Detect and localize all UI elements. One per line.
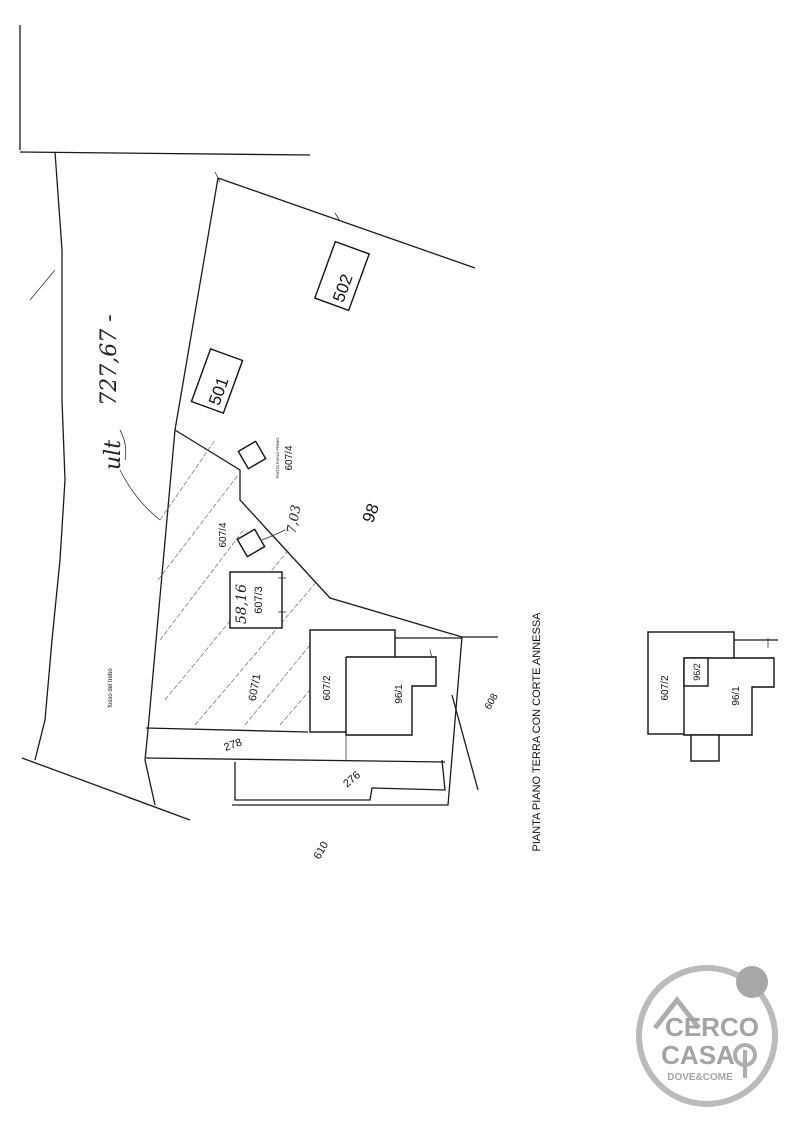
handwritten-area-mid: 58,16 [234, 584, 250, 624]
inset-floor-plan [647, 631, 778, 762]
label-parcel-278: 278 [222, 736, 243, 754]
label-parcel-607-4-mid: 607/4 [218, 522, 229, 547]
building-501 [190, 347, 244, 415]
page-top-border-line [19, 151, 311, 156]
building-607-3 [229, 571, 283, 629]
building-502 [313, 240, 371, 312]
label-parcel-98: 98 [359, 501, 383, 525]
handwritten-area-main: 727,67 - [97, 314, 122, 405]
label-parcel-96-1: 96/1 [394, 684, 405, 704]
label-fosso: fosso del trebo [108, 668, 114, 708]
handwritten-prefix: ult [101, 440, 126, 470]
strip-278-top [145, 727, 309, 733]
parcel-north-boundary [217, 177, 476, 269]
building-607-4-lower [236, 528, 266, 558]
label-parcel-607-1: 607/1 [247, 673, 264, 702]
label-parcel-610: 610 [312, 840, 332, 862]
courtyard-boundary [174, 429, 498, 638]
label-parcel-608: 608 [483, 691, 501, 711]
label-porta-piano-primo: PORTA PIANO PRIMO [275, 438, 280, 479]
cercocasa-logo: CERCO CASA DOVE&COME [636, 965, 778, 1107]
logo-line-2: CASA [661, 1040, 735, 1070]
canal-branch-line [29, 269, 56, 301]
building-607-4-upper [237, 440, 267, 470]
label-parcel-607-3: 607/3 [253, 586, 265, 614]
parcel-west-boundary [144, 177, 219, 806]
inset-label-607-2: 607/2 [660, 675, 671, 700]
building-96-1 [345, 656, 437, 736]
label-parcel-607-2: 607/2 [322, 675, 333, 700]
boundary-tick [214, 171, 221, 183]
inset-label-96-2: 96/2 [692, 663, 702, 681]
building-276 [234, 759, 446, 801]
canal-lower-boundary [21, 757, 191, 821]
logo-line-1: CERCO [665, 1012, 759, 1042]
parcel-608-boundary [451, 694, 479, 791]
handwritten-marks [119, 429, 286, 541]
logo-tagline: DOVE&COME [667, 1072, 733, 1083]
inset-label-96-1: 96/1 [731, 686, 742, 706]
plan-title: PIANTA PIANO TERRA CON CORTE ANNESSA [531, 612, 543, 852]
handwritten-area-small: 7,03 [285, 504, 305, 535]
tick [429, 649, 433, 659]
boundary-tick [334, 212, 341, 222]
east-block-boundary [232, 636, 463, 806]
strip-278-bottom [145, 757, 446, 763]
label-parcel-276: 276 [341, 769, 363, 790]
label-parcel-607-4-upper: 607/4 [284, 445, 295, 470]
canal-left-bank [34, 151, 66, 761]
